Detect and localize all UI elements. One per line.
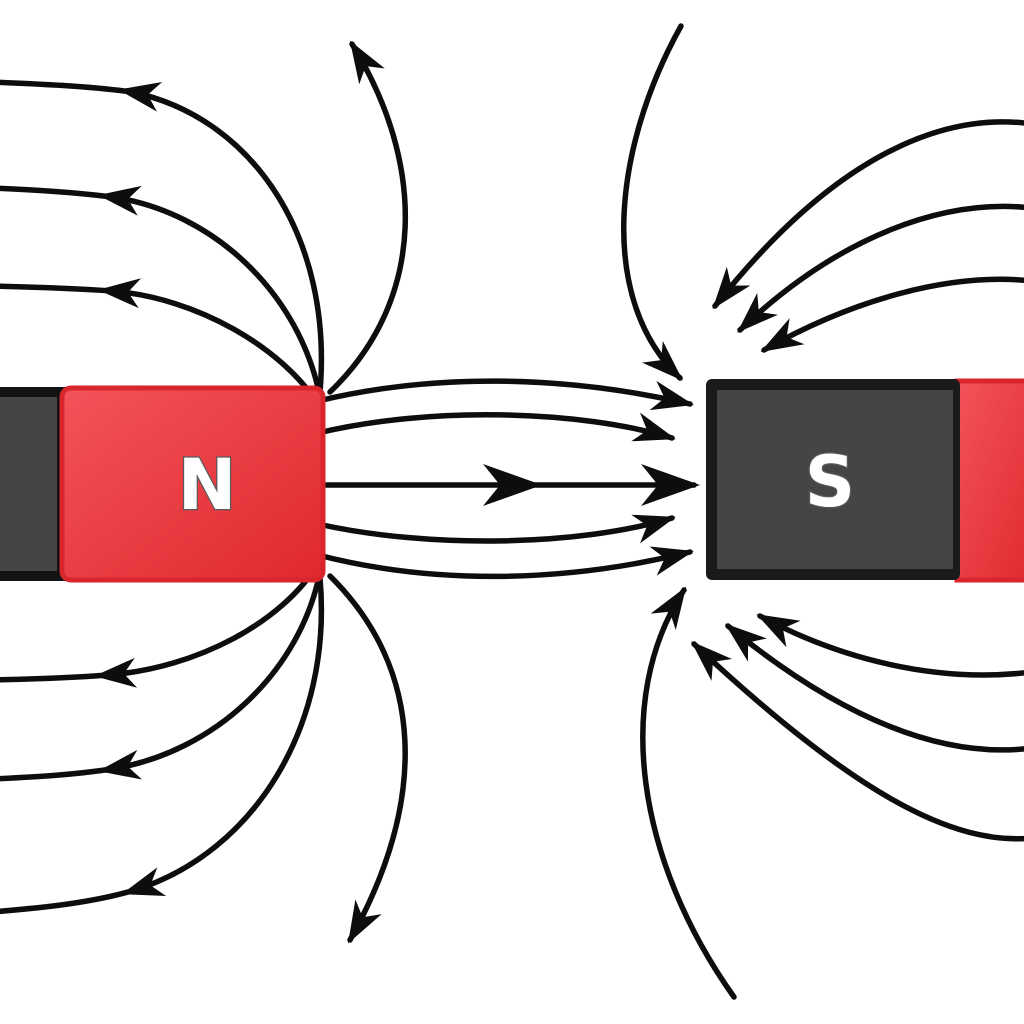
field-line-right-top-outer	[712, 119, 1024, 310]
field-line-left-top-outer	[0, 79, 325, 395]
field-line-gap-upper-outer	[315, 378, 694, 411]
right-magnet-south-section	[717, 390, 953, 569]
field-line-left-bottom-outer	[0, 575, 325, 915]
left-magnet: N	[0, 385, 326, 583]
field-line-up-from-n	[327, 40, 409, 395]
n-pole-label: N	[178, 444, 237, 526]
field-line-right-top-inner	[760, 276, 1024, 353]
field-line-left-bottom-inner	[0, 561, 321, 688]
field-line-gap-lower-inner	[315, 514, 676, 544]
field-line-up-to-s	[640, 586, 737, 1000]
field-line-gap-lower-outer	[315, 546, 694, 580]
left-magnet-north-section	[59, 385, 326, 583]
field-line-left-top-middle	[0, 185, 323, 400]
left-magnet-back-section	[0, 397, 57, 571]
field-line-right-bottom-outer	[691, 641, 1024, 842]
field-line-gap-upper-inner	[315, 411, 676, 442]
field-line-right-top-middle	[737, 203, 1024, 333]
s-pole-label: S	[805, 441, 855, 523]
field-line-right-bottom-middle	[724, 623, 1024, 753]
field-line-down-to-s	[620, 23, 684, 381]
field-line-down-from-n	[327, 573, 408, 944]
right-magnet-back-section	[954, 378, 1024, 583]
right-magnet: S	[706, 378, 1024, 583]
field-line-left-bottom-middle	[0, 569, 323, 782]
field-line-right-bottom-inner	[756, 613, 1024, 678]
field-line-left-top-inner	[0, 278, 321, 407]
field-lines	[0, 23, 1024, 1000]
